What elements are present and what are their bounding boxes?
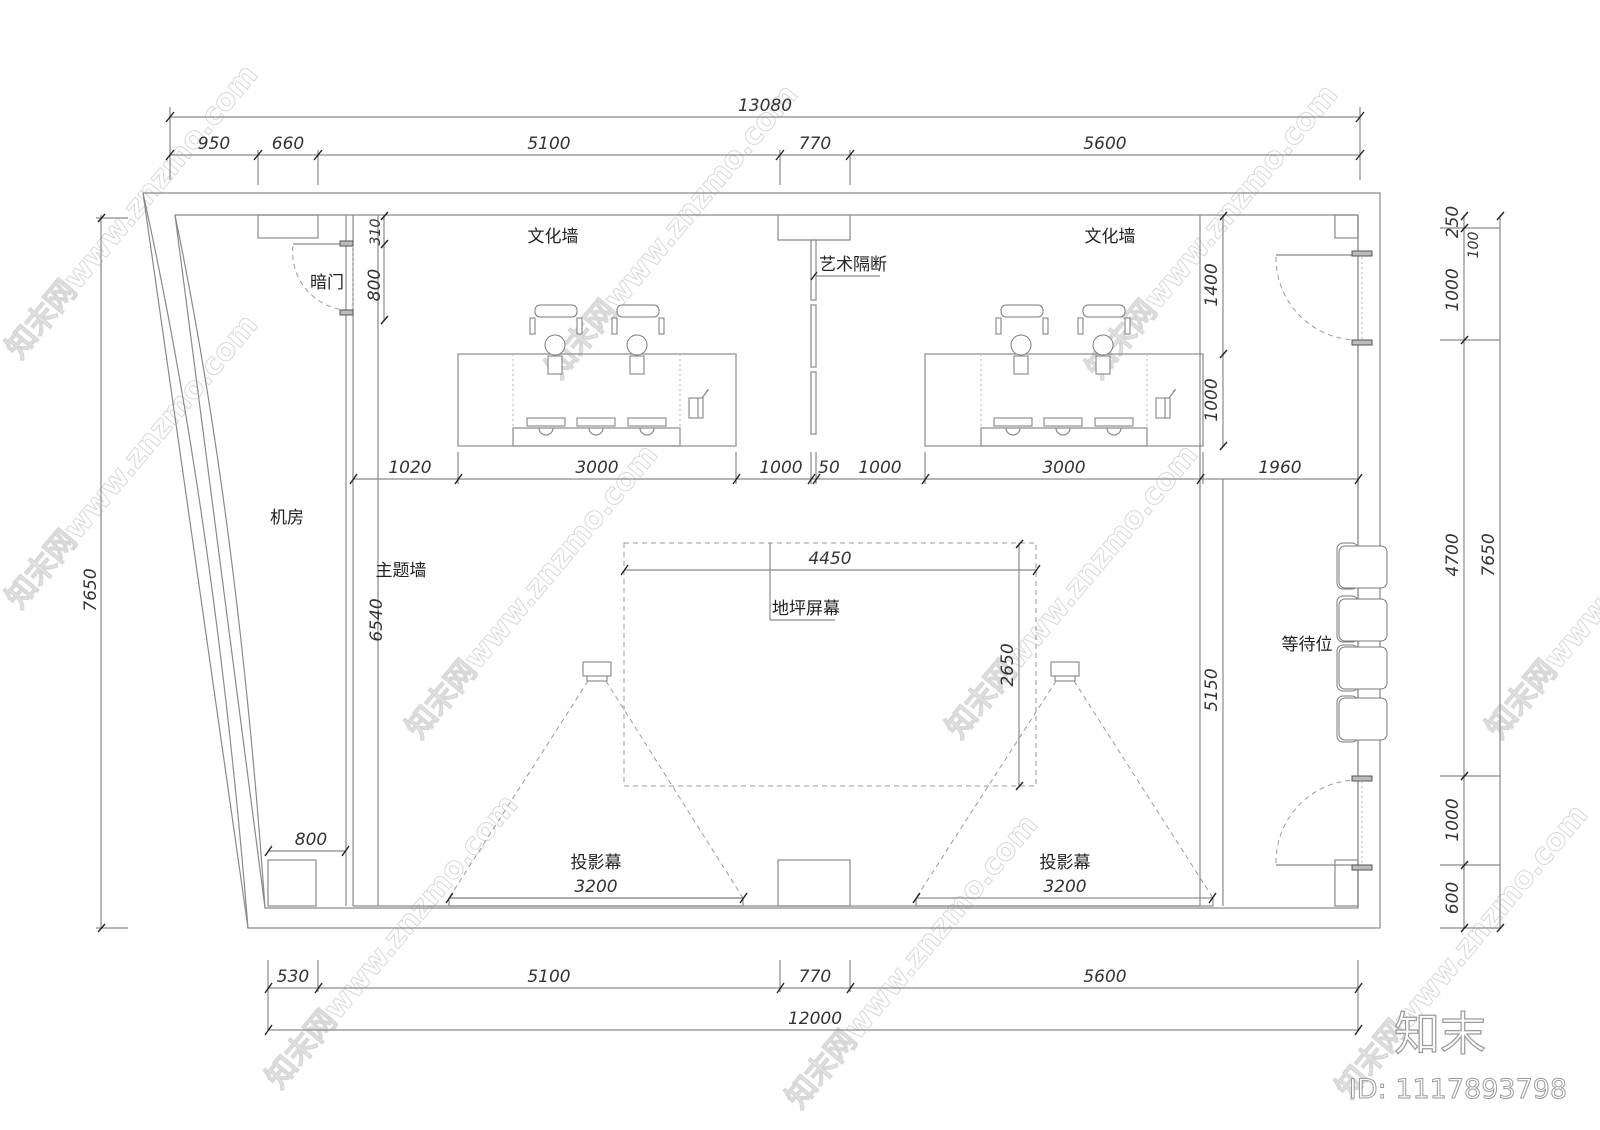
brand-watermark: 知末 ID: 1117893798 [1348,1006,1567,1105]
watermark-text: 知末网www.znzmo.com [939,438,1205,745]
dim-1000-desk: 1000 [1202,378,1222,421]
dim-3200-left: 3200 [574,877,617,897]
dim-310: 310 [368,219,384,246]
entrance-door-bottom [1275,775,1373,871]
telephone-icon [1155,388,1176,419]
dim-desk-3000-left: 3000 [575,458,618,478]
dim-1960: 1960 [1258,458,1301,478]
dim-bottom-5600: 5600 [1083,967,1126,987]
dim-top-5600: 5600 [1083,134,1126,154]
dim-bottom-total: 12000 [788,1009,842,1029]
waiting-seats [1336,542,1388,743]
dim-top-660: 660 [272,134,304,154]
dim-2650: 2650 [998,643,1018,686]
desk-left [457,304,737,447]
building-walls [142,192,1381,929]
monitors [993,417,1134,436]
dim-1020: 1020 [388,458,431,478]
desk-row-dimension: 1020 3000 1000 50 1000 3000 1960 [349,452,1363,485]
desk-right [924,304,1204,447]
watermark-text: 知末网www.znzmo.com [399,438,665,745]
entrance-door-top [1275,250,1373,346]
office-chair [611,304,665,375]
machine-room-partition [257,214,354,907]
office-chair [529,304,583,375]
projector-right: 投影幕 3200 [912,661,1217,907]
columns [777,214,1359,907]
art-partition: 艺术隔断 [810,239,887,435]
watermark-id: ID: 1117893798 [1349,1074,1567,1105]
dim-800-door: 800 [365,269,385,301]
label-art-partition: 艺术隔断 [819,255,887,275]
label-machine-room: 机房 [270,508,304,528]
office-chair [1077,304,1131,375]
right-dimension-chain: 250 100 1000 4700 1000 600 7650 [1440,206,1505,933]
dim-3200-right: 3200 [1043,877,1086,897]
dim-right-7650: 7650 [1479,533,1499,576]
dim-bottom-530: 530 [277,967,309,987]
watermark-text: 知末网www.znzmo.com [779,808,1045,1115]
projector-left: 投影幕 3200 [445,661,748,907]
theme-wall [353,215,1200,907]
top-dimension-chain: 13080 950 660 5100 770 5600 [165,96,1365,185]
brand-logo-text: 知末 [1394,1007,1486,1061]
label-culture-wall-right: 文化墙 [1085,227,1136,247]
dim-left-7650: 7650 [81,568,101,611]
dim-100: 100 [1466,232,1482,259]
watermark-text: 知末网www.znzmo.com [539,78,805,385]
dim-4700: 4700 [1443,533,1463,576]
machine-room-dimension: 800 [264,830,350,857]
dim-top-950: 950 [198,134,230,154]
dim-bottom-5100: 5100 [527,967,570,987]
left-dimension: 7650 [81,213,128,933]
dim-4450: 4450 [808,549,851,569]
watermark-text: 知末网www.znzmo.com [1479,438,1600,745]
hidden-door-dimensions: 310 800 6540 [365,211,389,642]
telephone-icon [688,388,709,419]
label-culture-wall-left: 文化墙 [528,227,579,247]
dim-bottom-770: 770 [799,967,831,987]
dim-1000-bottom-door: 1000 [1443,798,1463,841]
watermark-text: 知末网www.znzmo.com [0,58,265,365]
label-projection-screen-right: 投影幕 [1040,853,1091,873]
desk-depth-dimensions: 1400 1000 5150 [1202,211,1228,906]
office-chair [995,304,1049,375]
dim-800-machine: 800 [295,830,327,850]
monitors [526,417,667,436]
bottom-dimension-chain: 530 5100 770 5600 12000 [264,960,1363,1036]
dim-1000-left: 1000 [759,458,802,478]
dim-desk-3000-right: 3000 [1042,458,1085,478]
dim-1400: 1400 [1202,263,1222,306]
dim-6540: 6540 [367,598,387,641]
label-hidden-door: 暗门 [310,273,344,293]
label-floor-screen: 地坪屏幕 [772,599,840,619]
right-wall [1199,215,1359,908]
dim-top-5100: 5100 [527,134,570,154]
floor-screen: 4450 地坪屏幕 2650 [620,539,1041,791]
dim-top-770: 770 [799,134,831,154]
watermark-text: 知末网www.znzmo.com [0,308,265,615]
dim-50: 50 [818,458,840,478]
dim-600: 600 [1443,882,1463,914]
label-theme-wall: 主题墙 [376,561,427,581]
dim-top-total: 13080 [738,96,792,116]
label-waiting-area: 等待位 [1282,635,1333,655]
label-projection-screen-left: 投影幕 [571,853,622,873]
dim-5150: 5150 [1202,668,1222,711]
dim-1000-top-door: 1000 [1443,268,1463,311]
room-labels: 文化墙 文化墙 暗门 机房 主题墙 等待位 [270,227,1333,655]
dim-1000-right: 1000 [858,458,901,478]
dim-250: 250 [1443,206,1463,238]
